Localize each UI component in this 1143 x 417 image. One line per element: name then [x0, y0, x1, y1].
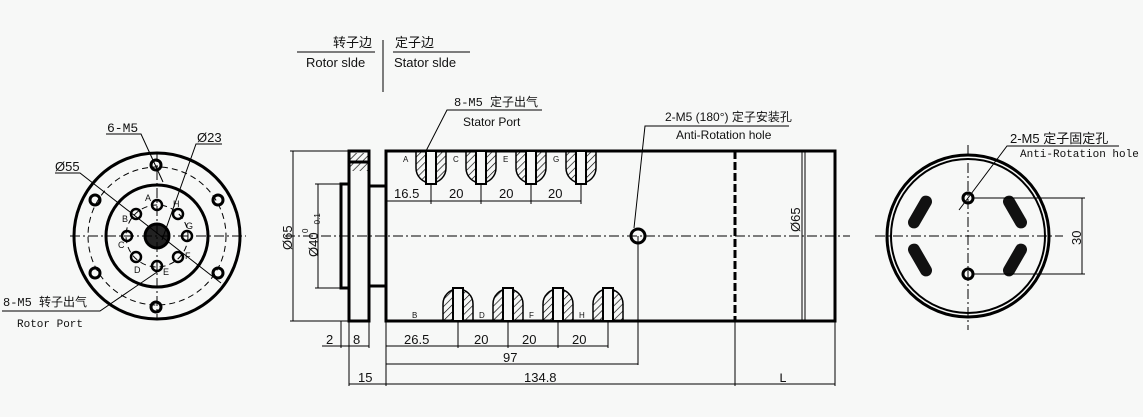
- dim-label: 8: [353, 332, 360, 347]
- dim-97: 97: [503, 350, 517, 365]
- dim-label: 20: [522, 332, 536, 347]
- rotor-side-en: Rotor slde: [306, 55, 365, 70]
- dim-label: 16.5: [394, 186, 419, 201]
- port-letter: D: [134, 265, 141, 275]
- port-letter: C: [118, 240, 125, 250]
- dim-label: 2: [326, 332, 333, 347]
- port-letter: C: [453, 155, 459, 164]
- side-legend: 转子边 Rotor slde 定子边 Stator slde: [297, 35, 470, 92]
- end-label-en: Anti-Rotation hole: [1020, 149, 1139, 161]
- dim-d40-tol-upper: 0: [301, 228, 310, 233]
- dim-label: 20: [449, 186, 463, 201]
- anti-rotation-en: Anti-Rotation hole: [676, 128, 772, 142]
- port-letter: G: [553, 155, 559, 164]
- stator-side-cn: 定子边: [395, 35, 434, 50]
- side-view: A C E G B D F H 8-M5 定子出气 Stator Port 2-…: [280, 94, 850, 386]
- rotor-port-en: Rotor Port: [17, 319, 83, 331]
- end-label-cn: 2-M5 定子固定孔: [1010, 131, 1108, 146]
- dim-d40: Ø40: [306, 232, 321, 257]
- stator-ports-top: [415, 150, 597, 185]
- port-letter: F: [185, 251, 191, 261]
- stator-port-cn: 8-M5 定子出气: [454, 94, 538, 110]
- rotor-port-cn: 8-M5 转子出气: [3, 294, 87, 310]
- port-letter: E: [163, 267, 169, 277]
- port-letter: B: [122, 214, 128, 224]
- stator-side-en: Stator slde: [394, 55, 456, 70]
- port-letter: A: [403, 155, 409, 164]
- stator-port-en: Stator Port: [463, 115, 521, 129]
- port-letter: H: [173, 199, 180, 209]
- port-letter: B: [412, 311, 417, 320]
- port-letter: A: [145, 193, 151, 203]
- port-letter: F: [529, 311, 534, 320]
- dim-label: 26.5: [404, 332, 429, 347]
- dim-label: 20: [474, 332, 488, 347]
- port-letter: E: [503, 155, 508, 164]
- dim-label: 20: [548, 186, 562, 201]
- dim-label: 20: [572, 332, 586, 347]
- stator-slots: [908, 195, 1027, 277]
- anti-rotation-cn: 2-M5 (180°) 定子安装孔: [665, 109, 792, 124]
- inner-dia-label: Ø23: [197, 130, 222, 145]
- mounting-holes: [88, 158, 225, 314]
- rotor-ports: [120, 198, 194, 273]
- dim-134-8: 134.8: [524, 370, 557, 385]
- dim-d40-tol-lower: -0.1: [313, 213, 322, 227]
- dim-d65-left: Ø65: [280, 225, 295, 250]
- port-letter: H: [579, 311, 585, 320]
- port-letter: G: [186, 221, 193, 231]
- dim-label: 20: [499, 186, 513, 201]
- end-view: 30 2-M5 定子固定孔 Anti-Rotation hole: [875, 131, 1139, 330]
- dim-d65-right: Ø65: [788, 207, 803, 232]
- stator-ports-bottom: [442, 287, 624, 322]
- holes-label: 6-M5: [107, 121, 138, 136]
- rotor-side-cn: 转子边: [333, 35, 372, 50]
- front-view: A H G F E D C B 6-M5 Ø55 Ø23 8-M5 转子出气 R…: [2, 121, 246, 331]
- dim-L: L: [779, 371, 787, 386]
- dim-15: 15: [358, 370, 372, 385]
- dim-30: 30: [1069, 231, 1084, 245]
- port-letter: D: [479, 311, 485, 320]
- pcd-label: Ø55: [55, 159, 80, 174]
